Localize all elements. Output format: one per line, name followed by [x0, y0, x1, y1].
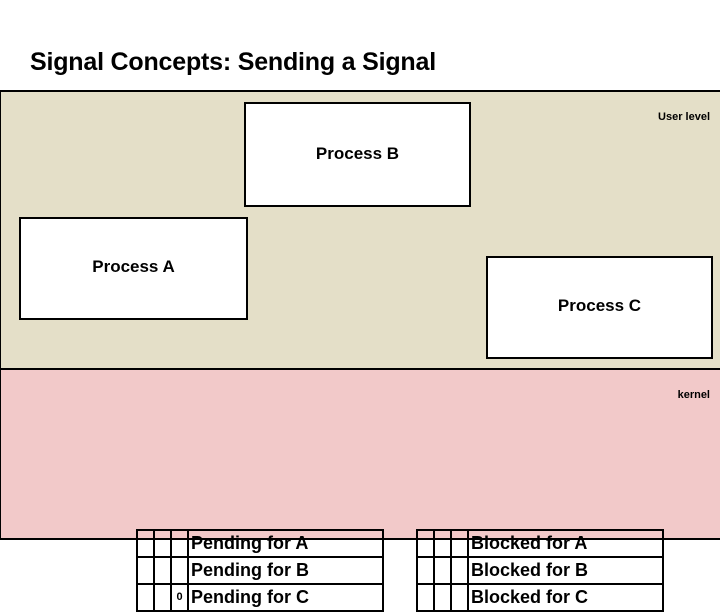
blocked-bit-cell: [416, 529, 435, 558]
user-level-zone: User level Process B Process A Process C: [1, 92, 720, 370]
kernel-zone: kernel Pending for A Pending for B: [1, 370, 720, 612]
process-a-label: Process A: [92, 257, 175, 276]
blocked-row-label: Blocked for C: [467, 583, 664, 612]
pending-bit-cell: [153, 556, 172, 585]
blocked-bit-cell: [450, 583, 469, 612]
user-level-label: User level: [658, 111, 710, 123]
table-row: Pending for B: [136, 556, 384, 585]
table-row: 0 Pending for C: [136, 583, 384, 612]
kernel-label: kernel: [677, 389, 710, 401]
process-a-box: Process A: [19, 217, 248, 320]
blocked-bit-cell: [433, 556, 452, 585]
page-title: Signal Concepts: Sending a Signal: [30, 48, 436, 76]
blocked-bit-cell: [450, 529, 469, 558]
process-b-label: Process B: [315, 144, 400, 163]
blocked-bit-cell: [416, 583, 435, 612]
blocked-bit-cell: [433, 583, 452, 612]
pending-row-label: Pending for B: [187, 556, 384, 585]
blocked-signals-table: Blocked for A Blocked for B Blocked for …: [416, 529, 664, 612]
pending-bit-cell: [153, 529, 172, 558]
blocked-row-label: Blocked for B: [467, 556, 664, 585]
pending-bit-cell: [136, 556, 155, 585]
table-row: Pending for A: [136, 529, 384, 558]
blocked-bit-cell: [450, 556, 469, 585]
process-b-box: Process B: [244, 102, 471, 207]
pending-row-label: Pending for A: [187, 529, 384, 558]
process-c-box: Process C: [486, 256, 713, 359]
signal-diagram: User level Process B Process A Process C…: [0, 90, 720, 612]
pending-bit-cell: [170, 529, 189, 558]
process-c-label: Process C: [557, 296, 642, 315]
table-row: Blocked for A: [416, 529, 664, 558]
table-row: Blocked for C: [416, 583, 664, 612]
pending-bit-cell: [136, 583, 155, 612]
pending-bit-cell: [136, 529, 155, 558]
pending-row-label: Pending for C: [187, 583, 384, 612]
pending-bit-cell: [153, 583, 172, 612]
blocked-bit-cell: [416, 556, 435, 585]
pending-signals-table: Pending for A Pending for B 0 Pending fo…: [136, 529, 384, 612]
blocked-row-label: Blocked for A: [467, 529, 664, 558]
table-row: Blocked for B: [416, 556, 664, 585]
pending-bit-cell: [170, 556, 189, 585]
pending-bit-cell: 0: [170, 583, 189, 612]
blocked-bit-cell: [433, 529, 452, 558]
